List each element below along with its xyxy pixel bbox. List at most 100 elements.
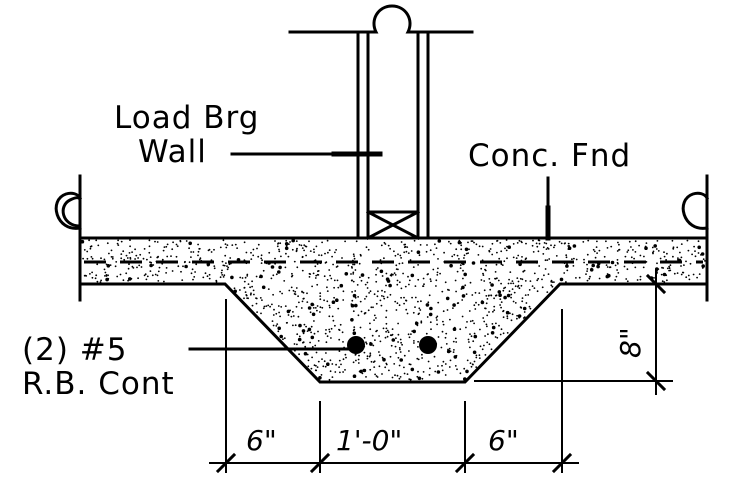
stipple-dot — [333, 296, 335, 299]
stipple-dot — [421, 377, 424, 380]
stipple-dot — [222, 239, 225, 242]
stipple-dot — [364, 298, 366, 300]
stipple-dot — [99, 281, 102, 283]
stipple-dot — [479, 328, 481, 331]
stipple-dot — [444, 281, 447, 284]
stipple-dot — [414, 306, 416, 308]
stipple-dot — [497, 279, 500, 282]
stipple-dot — [353, 326, 356, 328]
stipple-dot — [405, 299, 407, 302]
stipple-dot — [250, 251, 252, 254]
stipple-dot — [682, 271, 685, 274]
stipple-dot — [676, 272, 679, 274]
stipple-dot — [449, 263, 453, 268]
stipple-dot — [444, 363, 447, 365]
stipple-dot — [453, 349, 455, 351]
stipple-dot — [473, 360, 476, 363]
stipple-dot — [492, 310, 494, 313]
stipple-dot — [625, 278, 628, 280]
stipple-dot — [537, 250, 540, 253]
stipple-dot — [188, 241, 192, 246]
stipple-dot — [137, 277, 140, 280]
stipple-dot — [389, 334, 392, 337]
stipple-dot — [330, 337, 332, 339]
stipple-dot — [290, 315, 293, 318]
stipple-dot — [502, 332, 505, 335]
stipple-dot — [452, 327, 457, 332]
stipple-dot — [295, 305, 298, 308]
stipple-dot — [301, 329, 306, 333]
stipple-dot — [377, 290, 379, 293]
stipple-dot — [295, 240, 298, 243]
stipple-dot — [129, 245, 132, 248]
stipple-dot — [374, 339, 376, 341]
stipple-dot — [313, 320, 315, 322]
stipple-dot — [326, 239, 329, 242]
stipple-dot — [271, 320, 274, 322]
stipple-dot — [414, 321, 419, 326]
stipple-dot — [134, 248, 137, 251]
stipple-dot — [630, 256, 633, 259]
stipple-dot — [338, 350, 341, 352]
stipple-dot — [463, 377, 467, 381]
stipple-dot — [110, 249, 113, 252]
stipple-dot — [477, 303, 480, 306]
stipple-dot — [385, 272, 388, 275]
stipple-dot — [538, 242, 541, 245]
stipple-dot — [396, 302, 399, 305]
stipple-dot — [512, 256, 515, 259]
stipple-dot — [369, 322, 371, 325]
stipple-dot — [468, 310, 471, 312]
stipple-dot — [399, 348, 401, 351]
stipple-dot — [466, 321, 468, 323]
stipple-dot — [190, 272, 193, 275]
stipple-dot — [436, 370, 441, 374]
stipple-dot — [698, 273, 701, 275]
stipple-dot — [470, 365, 473, 368]
stipple-dot — [550, 244, 552, 247]
stipple-dot — [127, 279, 129, 282]
stipple-dot — [383, 291, 386, 293]
stipple-dot — [500, 263, 503, 266]
stipple-dot — [406, 373, 409, 375]
stipple-dot — [498, 324, 500, 327]
stipple-dot — [386, 279, 391, 283]
stipple-dot — [385, 284, 387, 287]
stipple-dot — [122, 279, 125, 282]
stipple-dot — [226, 268, 229, 271]
stipple-dot — [298, 323, 302, 328]
stipple-dot — [663, 255, 666, 258]
stipple-dot — [638, 244, 640, 247]
stipple-dot — [484, 269, 487, 272]
stipple-dot — [89, 273, 91, 275]
stipple-dot — [478, 292, 481, 294]
stipple-dot — [185, 240, 188, 242]
stipple-dot — [468, 248, 470, 251]
stipple-dot — [485, 295, 488, 297]
stipple-dot — [225, 262, 227, 264]
stipple-dot — [407, 252, 410, 255]
stipple-dot — [221, 260, 224, 263]
stipple-dot — [513, 291, 516, 294]
stipple-dot — [439, 272, 441, 275]
stipple-dot — [383, 297, 386, 300]
stipple-dot — [440, 346, 443, 349]
stipple-dot — [391, 338, 396, 342]
stipple-dot — [301, 247, 304, 250]
stipple-dot — [287, 255, 290, 258]
stipple-dot — [573, 257, 575, 260]
stipple-dot — [192, 278, 194, 281]
stipple-dot — [508, 290, 511, 293]
stipple-dot — [512, 243, 515, 245]
stipple-dot — [149, 263, 153, 268]
stipple-dot — [307, 327, 312, 332]
stipple-dot — [663, 281, 666, 283]
stipple-dot — [151, 274, 154, 277]
stipple-dot — [504, 286, 507, 289]
stipple-dot — [365, 295, 368, 298]
stipple-dot — [578, 276, 581, 279]
stipple-dot — [106, 264, 111, 268]
stipple-dot — [436, 271, 439, 274]
stipple-dot — [220, 271, 223, 274]
stipple-dot — [452, 351, 455, 353]
